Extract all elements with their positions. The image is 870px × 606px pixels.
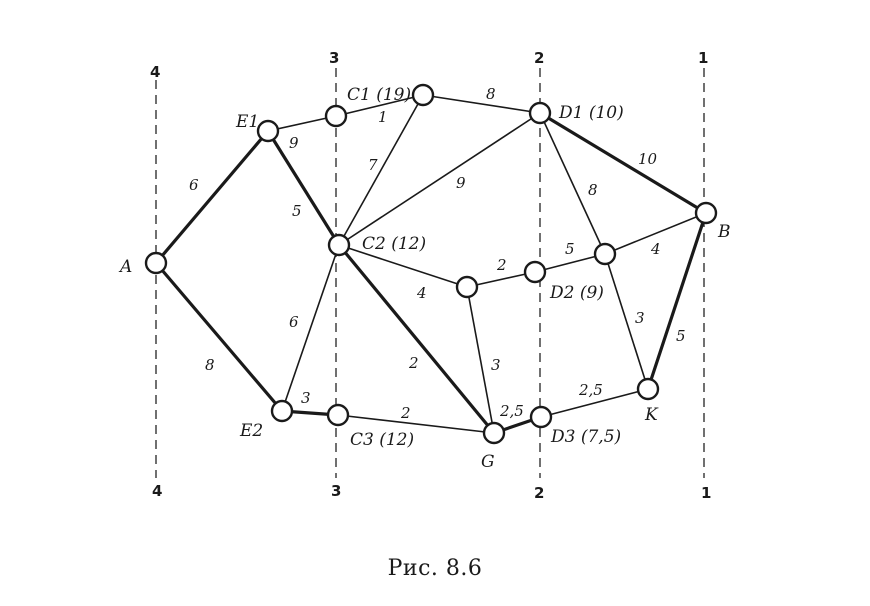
- weight-c3-g: 2: [400, 404, 411, 422]
- node-g: [482, 421, 506, 445]
- edges: [154, 94, 708, 435]
- weight-e1-c1: 9: [289, 134, 299, 152]
- edge-d1-b: [539, 111, 707, 215]
- node-e1: [256, 119, 280, 143]
- weight-n3-k: 3: [635, 309, 645, 327]
- weight-d1-b: 10: [638, 150, 658, 168]
- label-e2: E2: [239, 421, 263, 441]
- weight-c2-d1: 9: [456, 174, 466, 192]
- edge-c2-n2: [338, 244, 468, 288]
- edge-n1-d1: [422, 94, 541, 114]
- stage-bottom-1: 1: [701, 484, 711, 502]
- weight-k-b: 5: [676, 327, 686, 345]
- weight-g-d3: 2,5: [499, 402, 524, 420]
- edge-n2-g: [466, 286, 495, 434]
- stage-top-4: 4: [150, 63, 160, 81]
- weight-e2-c3: 3: [301, 389, 311, 407]
- node-n2: [455, 275, 479, 299]
- node-b: [694, 201, 718, 225]
- stage-top-3: 3: [329, 49, 339, 67]
- figure-caption: Рис. 8.6: [387, 556, 483, 581]
- edge-e1-c1: [267, 115, 337, 132]
- weight-c1-n1: 1: [378, 108, 388, 126]
- stage-top-2: 2: [534, 49, 544, 67]
- edge-e1-c2: [266, 130, 341, 246]
- edge-n2-d2: [466, 271, 536, 288]
- node-d1: [528, 101, 552, 125]
- edge-d3-k: [540, 388, 649, 418]
- label-g: G: [481, 452, 495, 472]
- weight-e1-c2: 5: [292, 202, 302, 220]
- label-d3: D3 (7,5): [550, 427, 621, 447]
- weight-c2-n2: 4: [416, 284, 427, 302]
- stage-labels: 4 3 2 1 4 3 2 1: [150, 49, 711, 502]
- weight-d2-n3: 5: [565, 240, 575, 258]
- stage-bottom-2: 2: [534, 484, 544, 502]
- weight-c2-n1: 7: [368, 156, 378, 174]
- stage-dividers: [155, 68, 705, 478]
- edge-c1-n1: [335, 94, 424, 117]
- edge-n3-b: [604, 212, 707, 255]
- weight-d3-k: 2,5: [578, 381, 603, 399]
- node-a: [144, 251, 168, 275]
- edge-e2-c2: [281, 244, 340, 412]
- edge-c2-g: [337, 243, 496, 435]
- weight-c2-g: 2: [408, 354, 419, 372]
- node-e2: [270, 399, 294, 423]
- node-n3: [593, 242, 617, 266]
- weight-a-e1: 6: [189, 176, 199, 194]
- label-c3: C3 (12): [350, 430, 414, 450]
- weight-d1-n3: 8: [588, 181, 598, 199]
- node-d3: [529, 405, 553, 429]
- label-k: K: [644, 405, 659, 425]
- edge-c2-n1: [338, 94, 424, 246]
- weight-n2-d2: 2: [496, 256, 507, 274]
- nodes: [144, 83, 718, 445]
- edge-c2-d1: [338, 112, 541, 246]
- label-e1: E1: [235, 112, 259, 132]
- weight-n3-b: 4: [650, 240, 661, 258]
- edge-k-b: [646, 212, 708, 390]
- edge-c3-g: [337, 414, 495, 434]
- node-labels: A E1 E2 C1 (19) C2 (12) C3 (12) D1 (10) …: [118, 85, 731, 472]
- node-c1: [324, 104, 348, 128]
- edge-d1-n3: [539, 112, 606, 255]
- label-a: A: [118, 257, 132, 277]
- node-d2: [523, 260, 547, 284]
- weight-n1-d1: 8: [486, 85, 496, 103]
- edge-weights: 6 8 9 5 6 3 1 8 7 9 4 2 2 3 2 2,5 2,5 5 …: [189, 85, 686, 422]
- node-n1: [411, 83, 435, 107]
- edge-a-e2: [154, 261, 284, 413]
- label-d2: D2 (9): [549, 283, 604, 303]
- node-k: [636, 377, 660, 401]
- weight-e2-c2: 6: [289, 313, 299, 331]
- label-c2: C2 (12): [362, 234, 426, 254]
- node-c2: [327, 233, 351, 257]
- edge-a-e1: [154, 129, 270, 265]
- label-b: B: [717, 222, 731, 242]
- label-c1: C1 (19): [347, 85, 411, 105]
- stage-top-1: 1: [698, 49, 708, 67]
- stage-bottom-3: 3: [331, 482, 341, 500]
- label-d1: D1 (10): [558, 103, 624, 123]
- node-c3: [326, 403, 350, 427]
- stage-bottom-4: 4: [152, 482, 162, 500]
- edge-n3-k: [604, 253, 649, 390]
- edge-d2-n3: [534, 253, 606, 273]
- weight-n2-g: 3: [491, 356, 501, 374]
- weight-a-e2: 8: [205, 356, 215, 374]
